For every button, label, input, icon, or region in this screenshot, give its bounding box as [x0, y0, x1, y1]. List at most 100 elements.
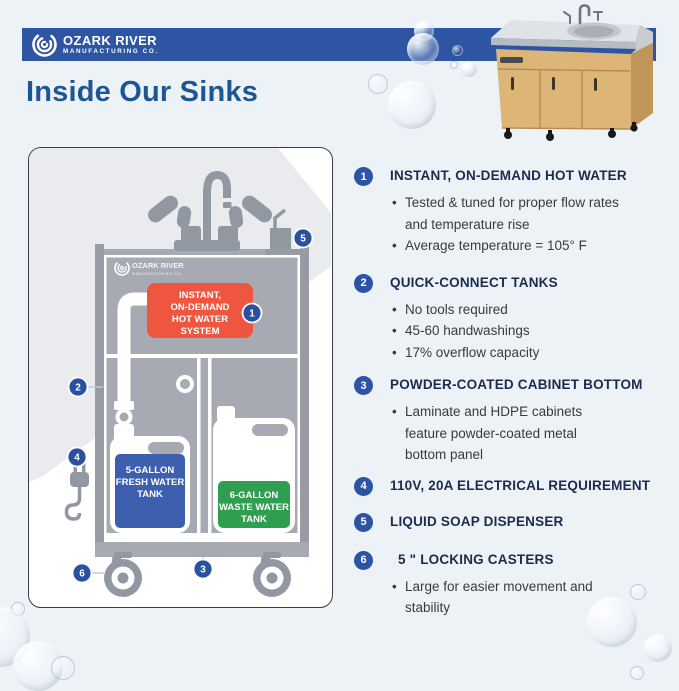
feature-item-2: 2 QUICK-CONNECT TANKS No tools required …: [348, 273, 673, 364]
watermark-line2: MANUFACTURING CO.: [132, 272, 183, 276]
caster-right: [253, 552, 291, 597]
brand-subname: MANUFACTURING CO.: [63, 47, 159, 55]
faucet-handles: [148, 195, 272, 228]
bubble-decoration: [630, 584, 646, 600]
bubble-decoration: [407, 33, 439, 65]
waste-tank-line2: WASTE WATER: [219, 502, 289, 513]
svg-text:1: 1: [249, 309, 255, 320]
svg-text:2: 2: [75, 383, 81, 394]
bubble-decoration: [587, 597, 637, 647]
feature-badge-2: 2: [354, 273, 373, 293]
cart-bottom-panel: [95, 542, 309, 557]
feature-item-4: 4 110V, 20A ELECTRICAL REQUIREMENT: [348, 476, 673, 496]
heater-label-line1: INSTANT,: [179, 290, 221, 301]
door-handles: [511, 77, 597, 91]
cart-right-wall: [300, 244, 309, 557]
cart-left-wall: [95, 244, 104, 557]
feature-title-6: 5 " LOCKING CASTERS: [398, 551, 554, 567]
feature-title-1: INSTANT, ON-DEMAND HOT WATER: [390, 168, 627, 183]
bullet: Laminate and HDPE cabinets feature powde…: [392, 401, 620, 466]
feature-badge-3: 3: [354, 376, 373, 395]
product-photo-portable-sink: [490, 2, 658, 142]
diagram-markers: 1 2 3 4 5 6: [66, 227, 314, 584]
faucet-nozzle: [223, 202, 232, 208]
photo-casters: [504, 122, 638, 141]
feature-title-5: LIQUID SOAP DISPENSER: [390, 513, 564, 529]
fresh-tank-line3: TANK: [137, 489, 163, 500]
bubble-decoration: [388, 81, 436, 129]
waste-tank-line1: 6-GALLON: [230, 490, 279, 501]
feature-badge-1: 1: [354, 167, 373, 186]
feature-badge-5: 5: [354, 512, 373, 532]
sink-cutaway-diagram: OZARK RIVER MANUFACTURING CO. INSTANT, O…: [29, 148, 331, 597]
feature-bullets-3: Laminate and HDPE cabinets feature powde…: [390, 401, 673, 466]
diagram-soap-dispenser: [265, 208, 309, 255]
faucet-gooseneck: [203, 170, 231, 241]
cabinet-side-panel: [631, 43, 653, 129]
bullet: Large for easier movement and stability: [392, 576, 620, 619]
marker-1: 1: [241, 302, 263, 324]
feature-bullets-2: No tools required 45-60 handwashings 17%…: [390, 299, 673, 364]
fresh-water-tank: 5-GALLON FRESH WATER TANK: [110, 424, 190, 533]
marker-6: 6: [71, 562, 93, 584]
bullet: No tools required: [392, 299, 620, 321]
heater-label-box: INSTANT, ON-DEMAND HOT WATER SYSTEM: [147, 283, 253, 338]
diagram-watermark-logo: OZARK RIVER MANUFACTURING CO.: [114, 260, 184, 276]
counter-edge: [491, 38, 636, 49]
diagram-casters: [104, 552, 291, 597]
heater-label-line2: ON-DEMAND: [170, 302, 229, 313]
counter-right-wrap: [631, 25, 653, 54]
feature-badge-4: 4: [354, 476, 373, 496]
bubble-decoration: [451, 44, 463, 56]
feature-bullets-6: Large for easier movement and stability: [390, 576, 673, 619]
feature-bullets-1: Tested & tuned for proper flow rates and…: [390, 192, 673, 257]
heater-label-line4: SYSTEM: [180, 326, 219, 337]
svg-text:3: 3: [200, 565, 206, 576]
brand-name: OZARK RIVER: [63, 32, 157, 48]
bubble-decoration: [368, 74, 388, 94]
diagram-faucet: [148, 170, 272, 251]
marker-4: 4: [66, 446, 88, 468]
cart-seams: [104, 255, 300, 539]
ozark-river-swirl-icon: [32, 32, 57, 57]
photo-brand-plate: [500, 57, 523, 63]
bubble-decoration: [630, 666, 644, 680]
marker-3: 3: [192, 558, 214, 580]
svg-text:4: 4: [74, 453, 80, 464]
brand-logo: OZARK RIVER MANUFACTURING CO.: [31, 31, 159, 58]
watermark-line1: OZARK RIVER: [132, 261, 184, 270]
bubble-decoration: [461, 61, 477, 77]
bullet: 45-60 handwashings: [392, 320, 620, 342]
caster-left: [104, 552, 142, 597]
portable-sink-illustration: [491, 4, 653, 141]
feature-list: 1 INSTANT, ON-DEMAND HOT WATER Tested & …: [348, 166, 673, 619]
fresh-tank-line1: 5-GALLON: [126, 465, 175, 476]
bullet: Tested & tuned for proper flow rates and…: [392, 192, 620, 235]
marker-5: 5: [292, 227, 314, 249]
vent-circle: [176, 375, 194, 393]
feature-item-5: 5 LIQUID SOAP DISPENSER: [348, 512, 673, 532]
bullet: 17% overflow capacity: [392, 342, 620, 364]
cabinet-door-seams: [497, 68, 632, 130]
feature-item-3: 3 POWDER-COATED CABINET BOTTOM Laminate …: [348, 375, 673, 466]
feature-item-6: 6 5 " LOCKING CASTERS Large for easier m…: [348, 550, 673, 619]
bubble-decoration: [644, 634, 672, 662]
bubble-decoration: [450, 61, 458, 69]
feature-title-3: POWDER-COATED CABINET BOTTOM: [390, 377, 643, 392]
feature-title-2: QUICK-CONNECT TANKS: [390, 274, 558, 290]
feature-item-1: 1 INSTANT, ON-DEMAND HOT WATER Tested & …: [348, 166, 673, 257]
waste-tank-line3: TANK: [241, 514, 267, 525]
page-title: Inside Our Sinks: [26, 76, 259, 108]
marker-2: 2: [67, 376, 89, 398]
feature-badge-6: 6: [354, 550, 373, 570]
feature-title-4: 110V, 20A ELECTRICAL REQUIREMENT: [390, 477, 651, 493]
heater-label-line3: HOT WATER: [172, 314, 228, 325]
sink-cutaway-diagram-card: OZARK RIVER MANUFACTURING CO. INSTANT, O…: [28, 147, 333, 608]
power-plug-icon: [64, 463, 89, 521]
svg-text:6: 6: [79, 569, 85, 580]
bullet: Average temperature = 105° F: [392, 235, 620, 257]
svg-text:5: 5: [300, 234, 306, 245]
bubble-decoration: [51, 656, 75, 680]
fresh-tank-line2: FRESH WATER: [116, 477, 185, 488]
waste-water-tank: 6-GALLON WASTE WATER TANK: [213, 406, 295, 533]
